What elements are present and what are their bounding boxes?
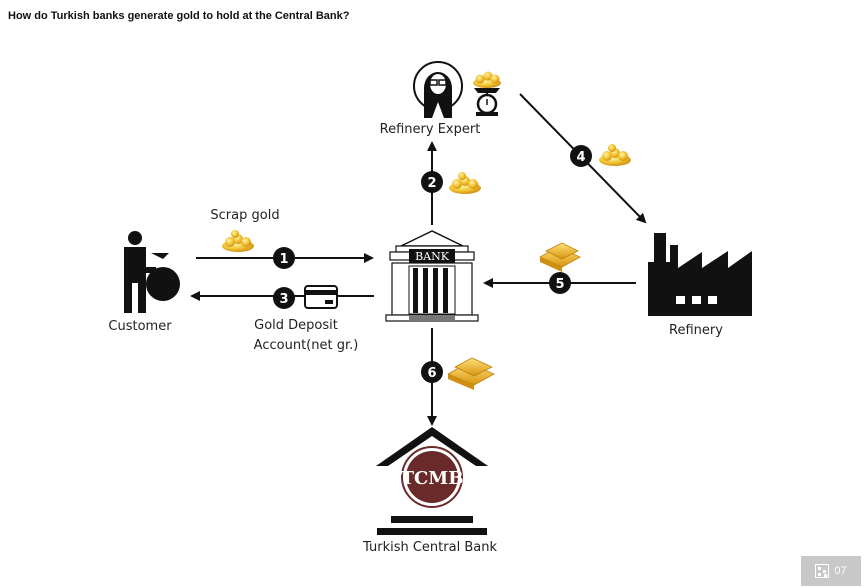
customer-icon	[124, 231, 180, 313]
central-bank-icon: TCMB	[376, 427, 488, 535]
refinery-expert-label: Refinery Expert	[380, 122, 481, 137]
svg-text:4: 4	[576, 150, 585, 165]
bank-sign: BANK	[415, 250, 450, 263]
customer-label: Customer	[108, 319, 172, 334]
scale-icon	[474, 88, 500, 116]
bank-icon: BANK	[385, 230, 479, 322]
step-badge-2: 2	[421, 171, 443, 193]
gold-bars-icon	[539, 242, 581, 272]
svg-text:6: 6	[427, 366, 436, 381]
svg-text:5: 5	[555, 277, 564, 292]
step-badge-4: 4	[570, 145, 592, 167]
slide-badge: 07	[801, 556, 861, 586]
card-icon	[304, 285, 338, 309]
step-badge-1: 1	[273, 247, 295, 269]
page-title: How do Turkish banks generate gold to ho…	[8, 10, 350, 22]
step-badge-5: 5	[549, 272, 571, 294]
svg-text:3: 3	[279, 292, 288, 307]
deposit-label-line2: Account(net gr.)	[254, 338, 359, 353]
refinery-expert-icon	[413, 61, 463, 118]
step-badge-3: 3	[273, 287, 295, 309]
refinery-label: Refinery	[669, 323, 723, 338]
central-bank-label: Turkish Central Bank	[362, 540, 497, 555]
step-badge-6: 6	[421, 361, 443, 383]
svg-text:2: 2	[427, 176, 436, 191]
gold-nuggets-icon	[222, 230, 254, 252]
tcmb-logo-text: TCMB	[401, 468, 464, 489]
gold-nuggets-icon	[599, 144, 631, 166]
gold-bars-icon	[447, 357, 495, 390]
gold-nuggets-icon	[473, 71, 501, 88]
factory-icon	[648, 233, 752, 316]
gold-nuggets-icon	[449, 172, 481, 194]
qr-code-icon	[815, 564, 830, 578]
scrap-gold-label: Scrap gold	[210, 208, 279, 223]
deposit-label-line1: Gold Deposit	[254, 318, 338, 333]
slide-number: 07	[834, 565, 847, 577]
svg-text:1: 1	[279, 252, 288, 267]
